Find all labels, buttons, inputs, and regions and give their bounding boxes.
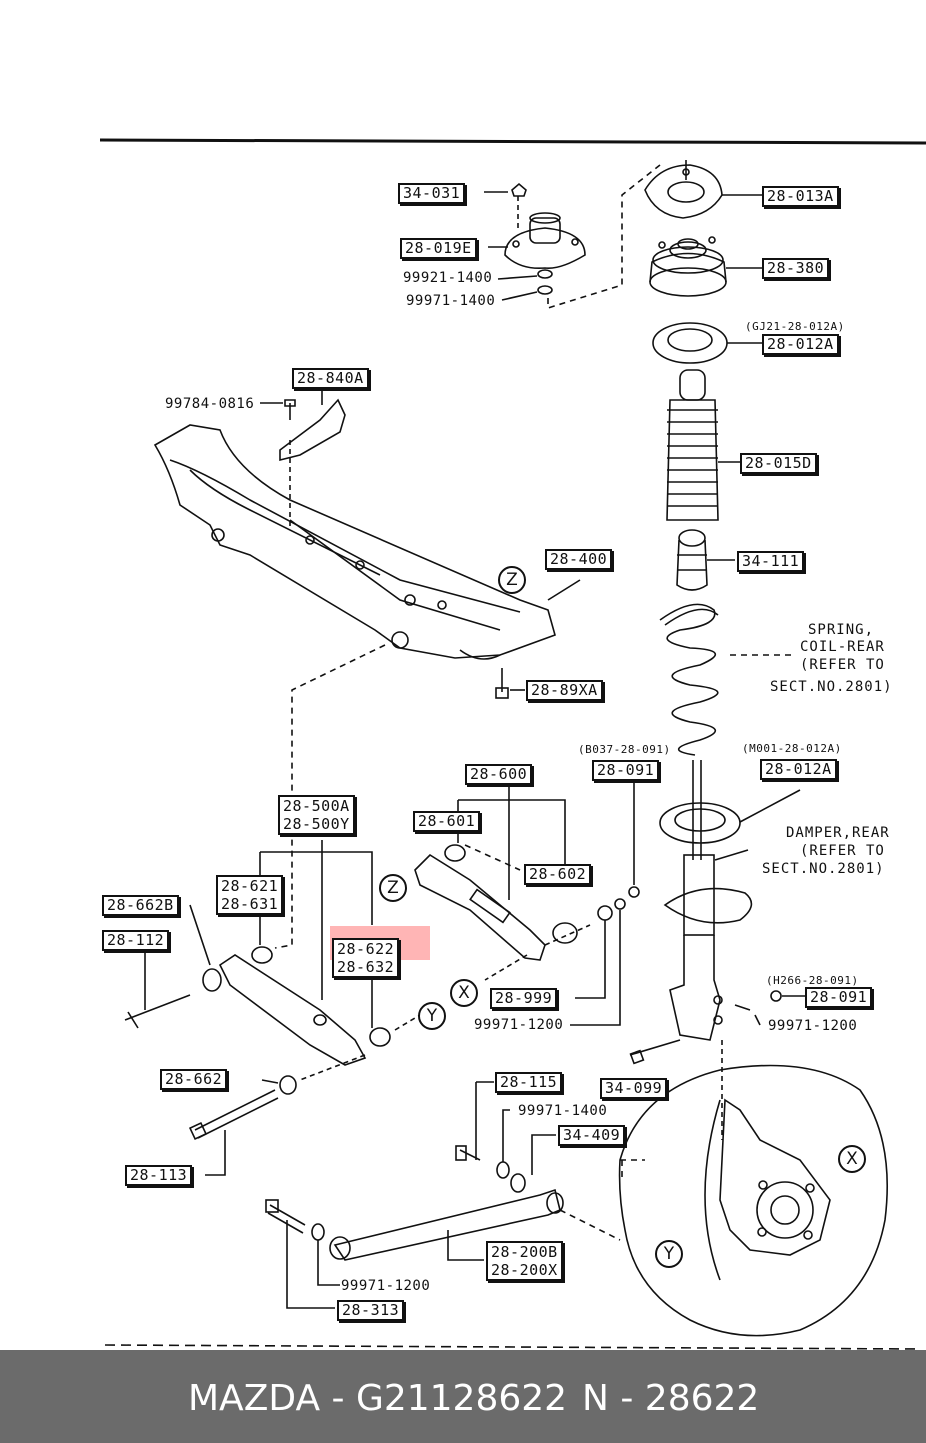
spring-note-line2: COIL-REAR: [800, 639, 885, 655]
label-28-622: 28-622: [337, 940, 395, 958]
label-b037: (B037-28-091): [578, 743, 671, 756]
label-28-015d: 28-015D: [740, 453, 817, 474]
label-99784-0816: 99784-0816: [165, 396, 255, 412]
label-99971-1400-bottom: 99971-1400: [518, 1103, 608, 1119]
label-28-019e: 28-019E: [400, 238, 477, 259]
label-28-621: 28-621: [221, 877, 279, 895]
marker-z-top: Z: [498, 566, 526, 594]
label-28-115: 28-115: [495, 1072, 563, 1093]
label-34-031: 34-031: [398, 183, 466, 204]
label-28-631: 28-631: [221, 895, 279, 913]
label-28-662: 28-662: [160, 1069, 228, 1090]
label-28-622-group: 28-622 28-632: [332, 938, 400, 978]
label-h266: (H266-28-091): [766, 974, 859, 987]
label-28-999: 28-999: [490, 988, 558, 1009]
exploded-parts-diagram: [99, 138, 926, 1350]
label-28-200b: 28-200B: [491, 1243, 558, 1261]
top-rule: [99, 138, 926, 145]
footer-diagram-number: N - 28622: [582, 1378, 760, 1419]
label-28-200x: 28-200X: [491, 1261, 558, 1279]
bracket-drawing: [260, 389, 346, 530]
label-28-012a-top: 28-012A: [762, 334, 839, 355]
label-28-500a: 28-500A: [283, 797, 350, 815]
label-99971-1200-mid: 99971-1200: [474, 1017, 564, 1033]
label-gj21: (GJ21-28-012A): [745, 320, 845, 333]
label-28-602: 28-602: [524, 864, 592, 885]
label-28-091-b: 28-091: [805, 987, 873, 1008]
label-28-500y: 28-500Y: [283, 815, 350, 833]
label-34-099: 34-099: [600, 1078, 668, 1099]
label-28-013a: 28-013A: [762, 186, 839, 207]
bottom-rule: [104, 1344, 921, 1350]
label-34-111: 34-111: [737, 551, 805, 572]
marker-x-hub: X: [838, 1145, 866, 1173]
label-28-091-a: 28-091: [592, 760, 660, 781]
label-28-500-group: 28-500A 28-500Y: [278, 795, 355, 835]
label-99971-1200-right: 99971-1200: [768, 1018, 858, 1034]
label-28-600: 28-600: [465, 764, 533, 785]
marker-z-link: Z: [379, 874, 407, 902]
damper-note-line1: DAMPER,REAR: [786, 825, 890, 841]
label-28-621-group: 28-621 28-631: [216, 875, 284, 915]
label-99971-1200-bottom: 99971-1200: [341, 1278, 431, 1294]
label-28-89xa: 28-89XA: [526, 680, 603, 701]
spring-note-line3: (REFER TO: [800, 657, 885, 673]
damper-note-line3: SECT.NO.2801): [762, 861, 885, 877]
label-28-601: 28-601: [413, 811, 481, 832]
upper-link-drawing: [414, 783, 640, 1026]
damper-drawing: [659, 760, 805, 1041]
mount-bearing-drawing: [649, 236, 762, 297]
long-bolt-drawing: [188, 1075, 297, 1176]
spring-seat-plate-drawing: [644, 160, 762, 219]
label-28-380: 28-380: [762, 258, 830, 279]
label-28-400: 28-400: [545, 549, 613, 570]
dust-boot-drawing: [666, 369, 740, 521]
damper-note-line2: (REFER TO: [800, 843, 885, 859]
marker-x-link: X: [450, 979, 478, 1007]
hub-disc-drawing: [618, 1039, 888, 1337]
spring-note-line4: SECT.NO.2801): [770, 679, 893, 695]
bolt-89xa-drawing: [495, 668, 525, 699]
spring-note-line1: SPRING,: [808, 622, 875, 638]
upper-mount-drawing: [504, 182, 586, 295]
crossmember-drawing: [153, 424, 581, 949]
lateral-link-drawing: [265, 1188, 621, 1309]
label-28-112: 28-112: [102, 930, 170, 951]
label-34-409: 34-409: [558, 1125, 626, 1146]
label-28-662b: 28-662B: [102, 895, 179, 916]
label-99921-1400: 99921-1400: [403, 270, 493, 286]
marker-y-hub: Y: [655, 1240, 683, 1268]
label-28-632: 28-632: [337, 958, 395, 976]
footer-bar: [0, 1350, 926, 1443]
upper-spring-seat-drawing: [652, 322, 762, 364]
small-bolt-drawing: [455, 1081, 556, 1193]
label-28-840a: 28-840A: [292, 368, 369, 389]
label-m001: (M001-28-012A): [742, 742, 842, 755]
coil-spring-drawing: [659, 603, 795, 756]
label-28-200-group: 28-200B 28-200X: [486, 1241, 563, 1281]
marker-y-arm: Y: [418, 1002, 446, 1030]
footer-part-number: MAZDA - G21128622: [188, 1378, 568, 1419]
label-28-313: 28-313: [337, 1300, 405, 1321]
label-28-113: 28-113: [125, 1165, 193, 1186]
label-28-012a-mid: 28-012A: [760, 759, 837, 780]
bump-stop-drawing: [676, 529, 735, 591]
lower-arm-drawing: [124, 840, 421, 1081]
label-99971-1400-top: 99971-1400: [406, 293, 496, 309]
